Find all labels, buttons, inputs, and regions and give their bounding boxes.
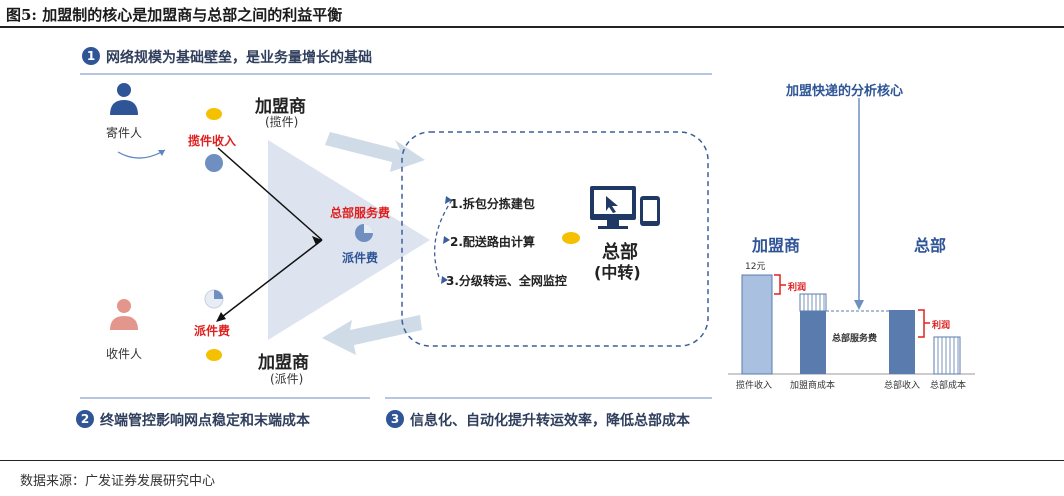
computer-icon — [590, 186, 660, 229]
franchisee-bottom-sub: (派件) — [270, 372, 304, 386]
profit-bracket-right — [918, 309, 925, 338]
arrow-from-hq — [322, 315, 422, 355]
receiver-label: 收件人 — [106, 347, 143, 361]
profit-bracket-left — [774, 274, 781, 295]
coin-delivery — [206, 349, 222, 361]
arrowhead-center — [312, 236, 322, 245]
arc-arrow-3 — [441, 276, 448, 284]
section3-label: 信息化、自动化提升转运效率，降低总部成本 — [410, 413, 690, 429]
franchisee-top-label: 加盟商 — [255, 97, 306, 117]
title-rule — [0, 26, 1064, 28]
value-label: 12元 — [745, 262, 766, 272]
funnel-shape — [268, 140, 430, 340]
arc-arrow-1 — [445, 196, 452, 204]
franchisee-top-sub: (揽件) — [265, 115, 299, 129]
step-3: 3.分级转运、全网监控 — [446, 274, 567, 288]
sender-label: 寄件人 — [106, 126, 143, 140]
bar-pickup-income — [741, 274, 773, 375]
pie-pickup — [205, 154, 223, 172]
delivery-fee-label: 派件费 — [194, 324, 231, 338]
xlabel-franchise-cost: 加盟商成本 — [790, 381, 836, 391]
bar-hq-income — [889, 310, 915, 374]
pie-delivery — [204, 289, 224, 309]
analysis-header: 加盟快递的分析核心 — [786, 84, 904, 99]
hq-service-fee-label: 总部服务费 — [330, 206, 391, 220]
figure-source: 数据来源：广发证券发展研究中心 — [20, 474, 216, 489]
sender-arrow — [117, 149, 166, 159]
hq-dashed-box — [401, 131, 709, 347]
coin-hq — [562, 232, 580, 244]
pickup-income-label: 揽件收入 — [188, 134, 237, 148]
profit-label-left: 利润 — [788, 283, 807, 293]
service-fee-label: 总部服务费 — [832, 334, 878, 344]
pie-center — [355, 224, 373, 242]
section3-number: 3 — [386, 410, 404, 428]
hq-label: 总部 — [602, 242, 638, 263]
profit-label-right: 利润 — [932, 321, 951, 331]
hq-sub-label: (中转) — [594, 263, 641, 282]
delivery-fee-mid-label: 派件费 — [342, 251, 379, 265]
analysis-right-title: 总部 — [914, 236, 947, 255]
line-center-to-delivery — [217, 239, 323, 321]
steps-arc — [434, 199, 453, 281]
xlabel-pickup-income: 揽件收入 — [736, 381, 773, 391]
line-pickup-to-center — [217, 147, 323, 241]
source-rule — [0, 460, 1064, 461]
arc-arrow-2 — [443, 236, 450, 244]
sender-icon — [110, 83, 138, 115]
section2-label: 终端管控影响网点稳定和末端成本 — [100, 413, 310, 429]
franchisee-bottom-label: 加盟商 — [258, 353, 309, 373]
receiver-icon — [110, 299, 138, 330]
coin-pickup — [206, 108, 222, 120]
step-1: 1.拆包分拣建包 — [450, 197, 535, 211]
xlabel-hq-income: 总部收入 — [884, 381, 921, 391]
xlabel-hq-cost: 总部成本 — [930, 381, 967, 391]
bar-franchise-cost — [800, 311, 826, 374]
figure-title: 图5: 加盟制的核心是加盟商与总部之间的利益平衡 — [6, 6, 343, 24]
arrowhead-delivery — [216, 312, 226, 322]
analysis-left-title: 加盟商 — [752, 236, 801, 255]
section1-label: 网络规模为基础壁垒，是业务量增长的基础 — [106, 50, 372, 66]
section2-number: 2 — [76, 410, 94, 428]
arrow-to-hq — [325, 132, 425, 172]
step-2: 2.配送路由计算 — [450, 235, 535, 249]
section1-number: 1 — [82, 47, 100, 65]
